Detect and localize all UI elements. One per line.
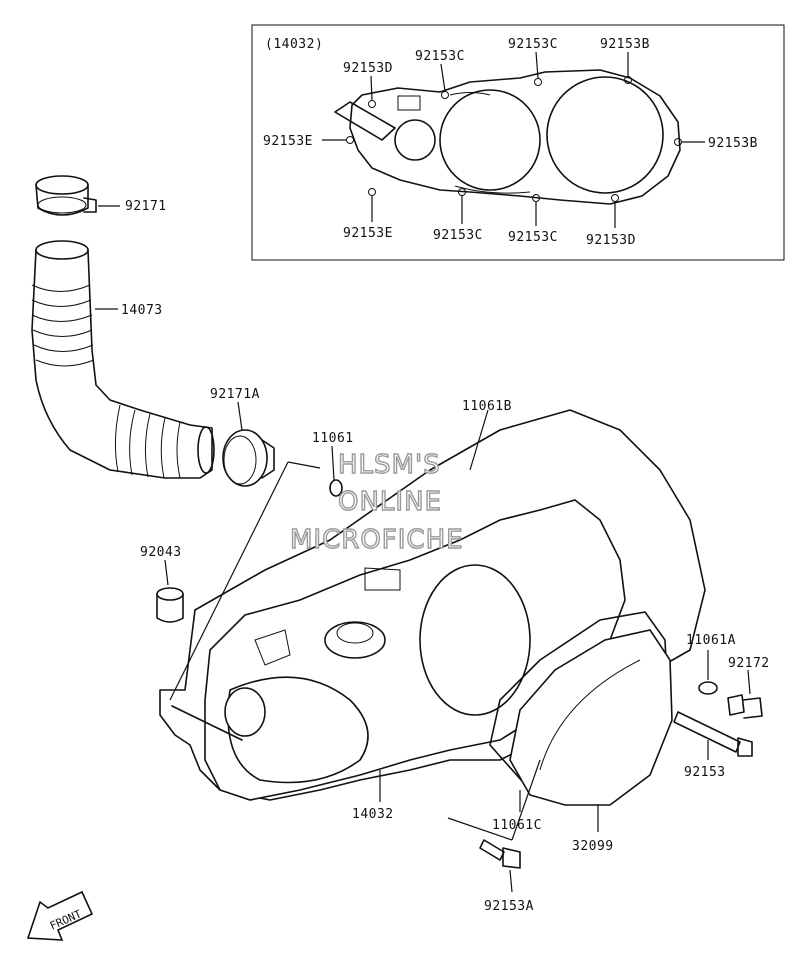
inset-label-92153b-right: 92153B xyxy=(708,136,758,151)
inset-panel: (14032) xyxy=(251,24,785,261)
cover-duct-housing xyxy=(227,676,369,784)
inset-duct-port xyxy=(394,119,436,161)
inset-label-92153b-top: 92153B xyxy=(600,37,650,52)
bolt-92153a: 92153A xyxy=(447,759,541,914)
label-92171: 92171 xyxy=(125,199,167,214)
cover-duct-port xyxy=(224,687,266,737)
inset-label-92153c-c: 92153C xyxy=(433,228,483,243)
bolt-92172: 92172 xyxy=(727,656,770,719)
cover-locator-line xyxy=(171,705,243,741)
label-11061a: 11061A xyxy=(686,633,736,648)
cover-clutch-opening xyxy=(419,564,531,716)
inset-leaders xyxy=(322,51,705,228)
watermark-line-1: HLSM'S xyxy=(338,450,441,480)
inset-boss xyxy=(397,95,421,111)
inset-pulley-opening xyxy=(546,76,664,194)
inset-rib xyxy=(449,92,531,194)
inset-clutch-opening xyxy=(439,89,541,191)
label-92043: 92043 xyxy=(140,545,182,560)
label-11061b: 11061B xyxy=(462,399,512,414)
inset-title: (14032) xyxy=(265,37,323,52)
watermark-line-2: ONLINE xyxy=(338,487,442,517)
outer-cover-assembly: 11061C 32099 xyxy=(489,611,673,854)
label-14032: 14032 xyxy=(352,807,394,822)
label-14073: 14073 xyxy=(121,303,163,318)
inset-label-92153d-top: 92153D xyxy=(343,61,393,76)
cover-ribs xyxy=(254,567,401,666)
inset-label-92153c-a: 92153C xyxy=(415,49,465,64)
assembly-leaders xyxy=(169,461,321,701)
clamp-92171: 92171 xyxy=(35,175,167,216)
label-11061: 11061 xyxy=(312,431,354,446)
inset-label-92153e-left: 92153E xyxy=(263,134,313,149)
label-92153a: 92153A xyxy=(484,899,534,914)
clamp-92171a: 92171A xyxy=(210,387,275,487)
cover-filler-cap xyxy=(324,621,386,659)
inset-label-92153d-bottom: 92153D xyxy=(586,233,636,248)
label-92171a: 92171A xyxy=(210,387,260,402)
inset-duct-tube xyxy=(334,101,396,141)
inset-frame xyxy=(251,24,785,261)
watermark: HLSM'S ONLINE MICROFICHE xyxy=(289,449,464,555)
label-32099: 32099 xyxy=(572,839,614,854)
inset-label-92153e-bottom: 92153E xyxy=(343,226,393,241)
spacer-92043: 92043 xyxy=(140,545,184,623)
inset-bolt-bosses xyxy=(346,76,682,202)
label-92172: 92172 xyxy=(728,656,770,671)
label-92153: 92153 xyxy=(684,765,726,780)
front-arrow: FRONT xyxy=(26,890,94,941)
front-arrow-icon xyxy=(26,890,94,941)
washer-11061a: 11061A xyxy=(686,633,736,695)
watermark-line-3: MICROFICHE xyxy=(290,525,464,555)
inset-cover xyxy=(349,69,681,205)
inset-label-92153c-d: 92153C xyxy=(508,230,558,245)
leader-11061b xyxy=(469,409,489,471)
cover-32099 xyxy=(509,629,673,806)
cover-32099-edge xyxy=(539,659,641,771)
duct-hose-14073: 14073 xyxy=(31,240,215,479)
seal-11061: 11061 xyxy=(312,431,354,497)
inset-label-92153c-b: 92153C xyxy=(508,37,558,52)
bolt-92153: 92153 xyxy=(673,711,753,780)
